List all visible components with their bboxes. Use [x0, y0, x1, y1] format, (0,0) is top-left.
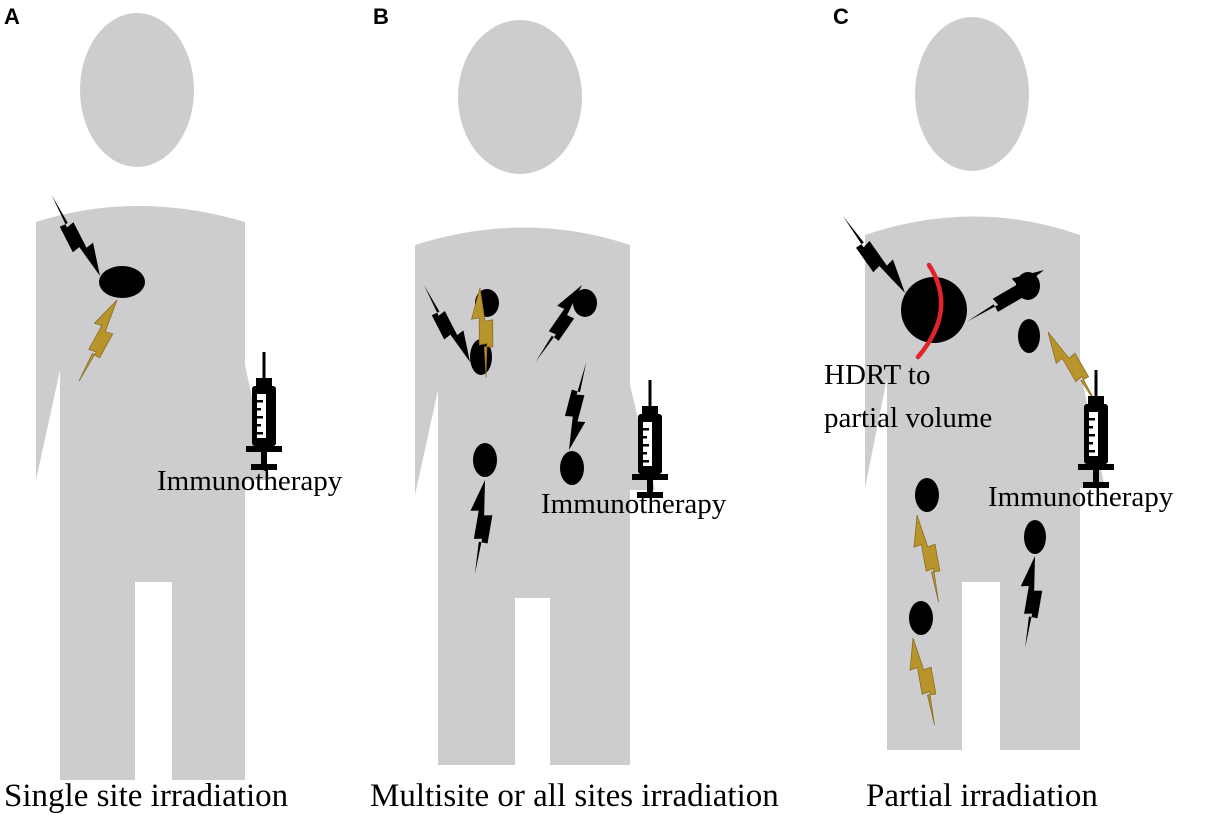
panel-b: B Immunotherapy Multisite or all sites i… [370, 4, 779, 814]
person-silhouette [415, 20, 655, 765]
head [915, 17, 1029, 171]
tumor-lesion [901, 277, 967, 343]
panel-letter: C [833, 4, 849, 29]
immunotherapy-label: Immunotherapy [988, 481, 1174, 513]
hdrt-label: HDRT to [824, 359, 930, 391]
panel-letter: A [4, 4, 20, 29]
panel-letter: B [373, 4, 389, 29]
immunotherapy-label: Immunotherapy [541, 488, 727, 520]
hdrt-label: partial volume [824, 402, 992, 434]
hdrt-arc [915, 262, 944, 360]
tumor-lesion [560, 451, 584, 485]
tumor-lesion [99, 266, 145, 298]
panel-caption: Multisite or all sites irradiation [370, 778, 779, 814]
tumor-lesion [473, 443, 497, 477]
immunotherapy-label: Immunotherapy [157, 465, 343, 497]
panel-c: C HDRT to partial volume Immunotherapy P… [824, 4, 1174, 814]
tumor-lesion [573, 289, 597, 317]
panel-caption: Partial irradiation [866, 778, 1098, 814]
head [458, 20, 582, 174]
head [80, 13, 194, 167]
panel-a: A Immunotherapy Single site irradiation [4, 4, 343, 814]
tumor-lesion [1018, 319, 1040, 353]
panel-caption: Single site irradiation [4, 778, 288, 814]
tumor-lesion [915, 478, 939, 512]
tumor-lesion [909, 601, 933, 635]
person-silhouette [36, 13, 270, 780]
tumor-lesion [1024, 520, 1046, 554]
